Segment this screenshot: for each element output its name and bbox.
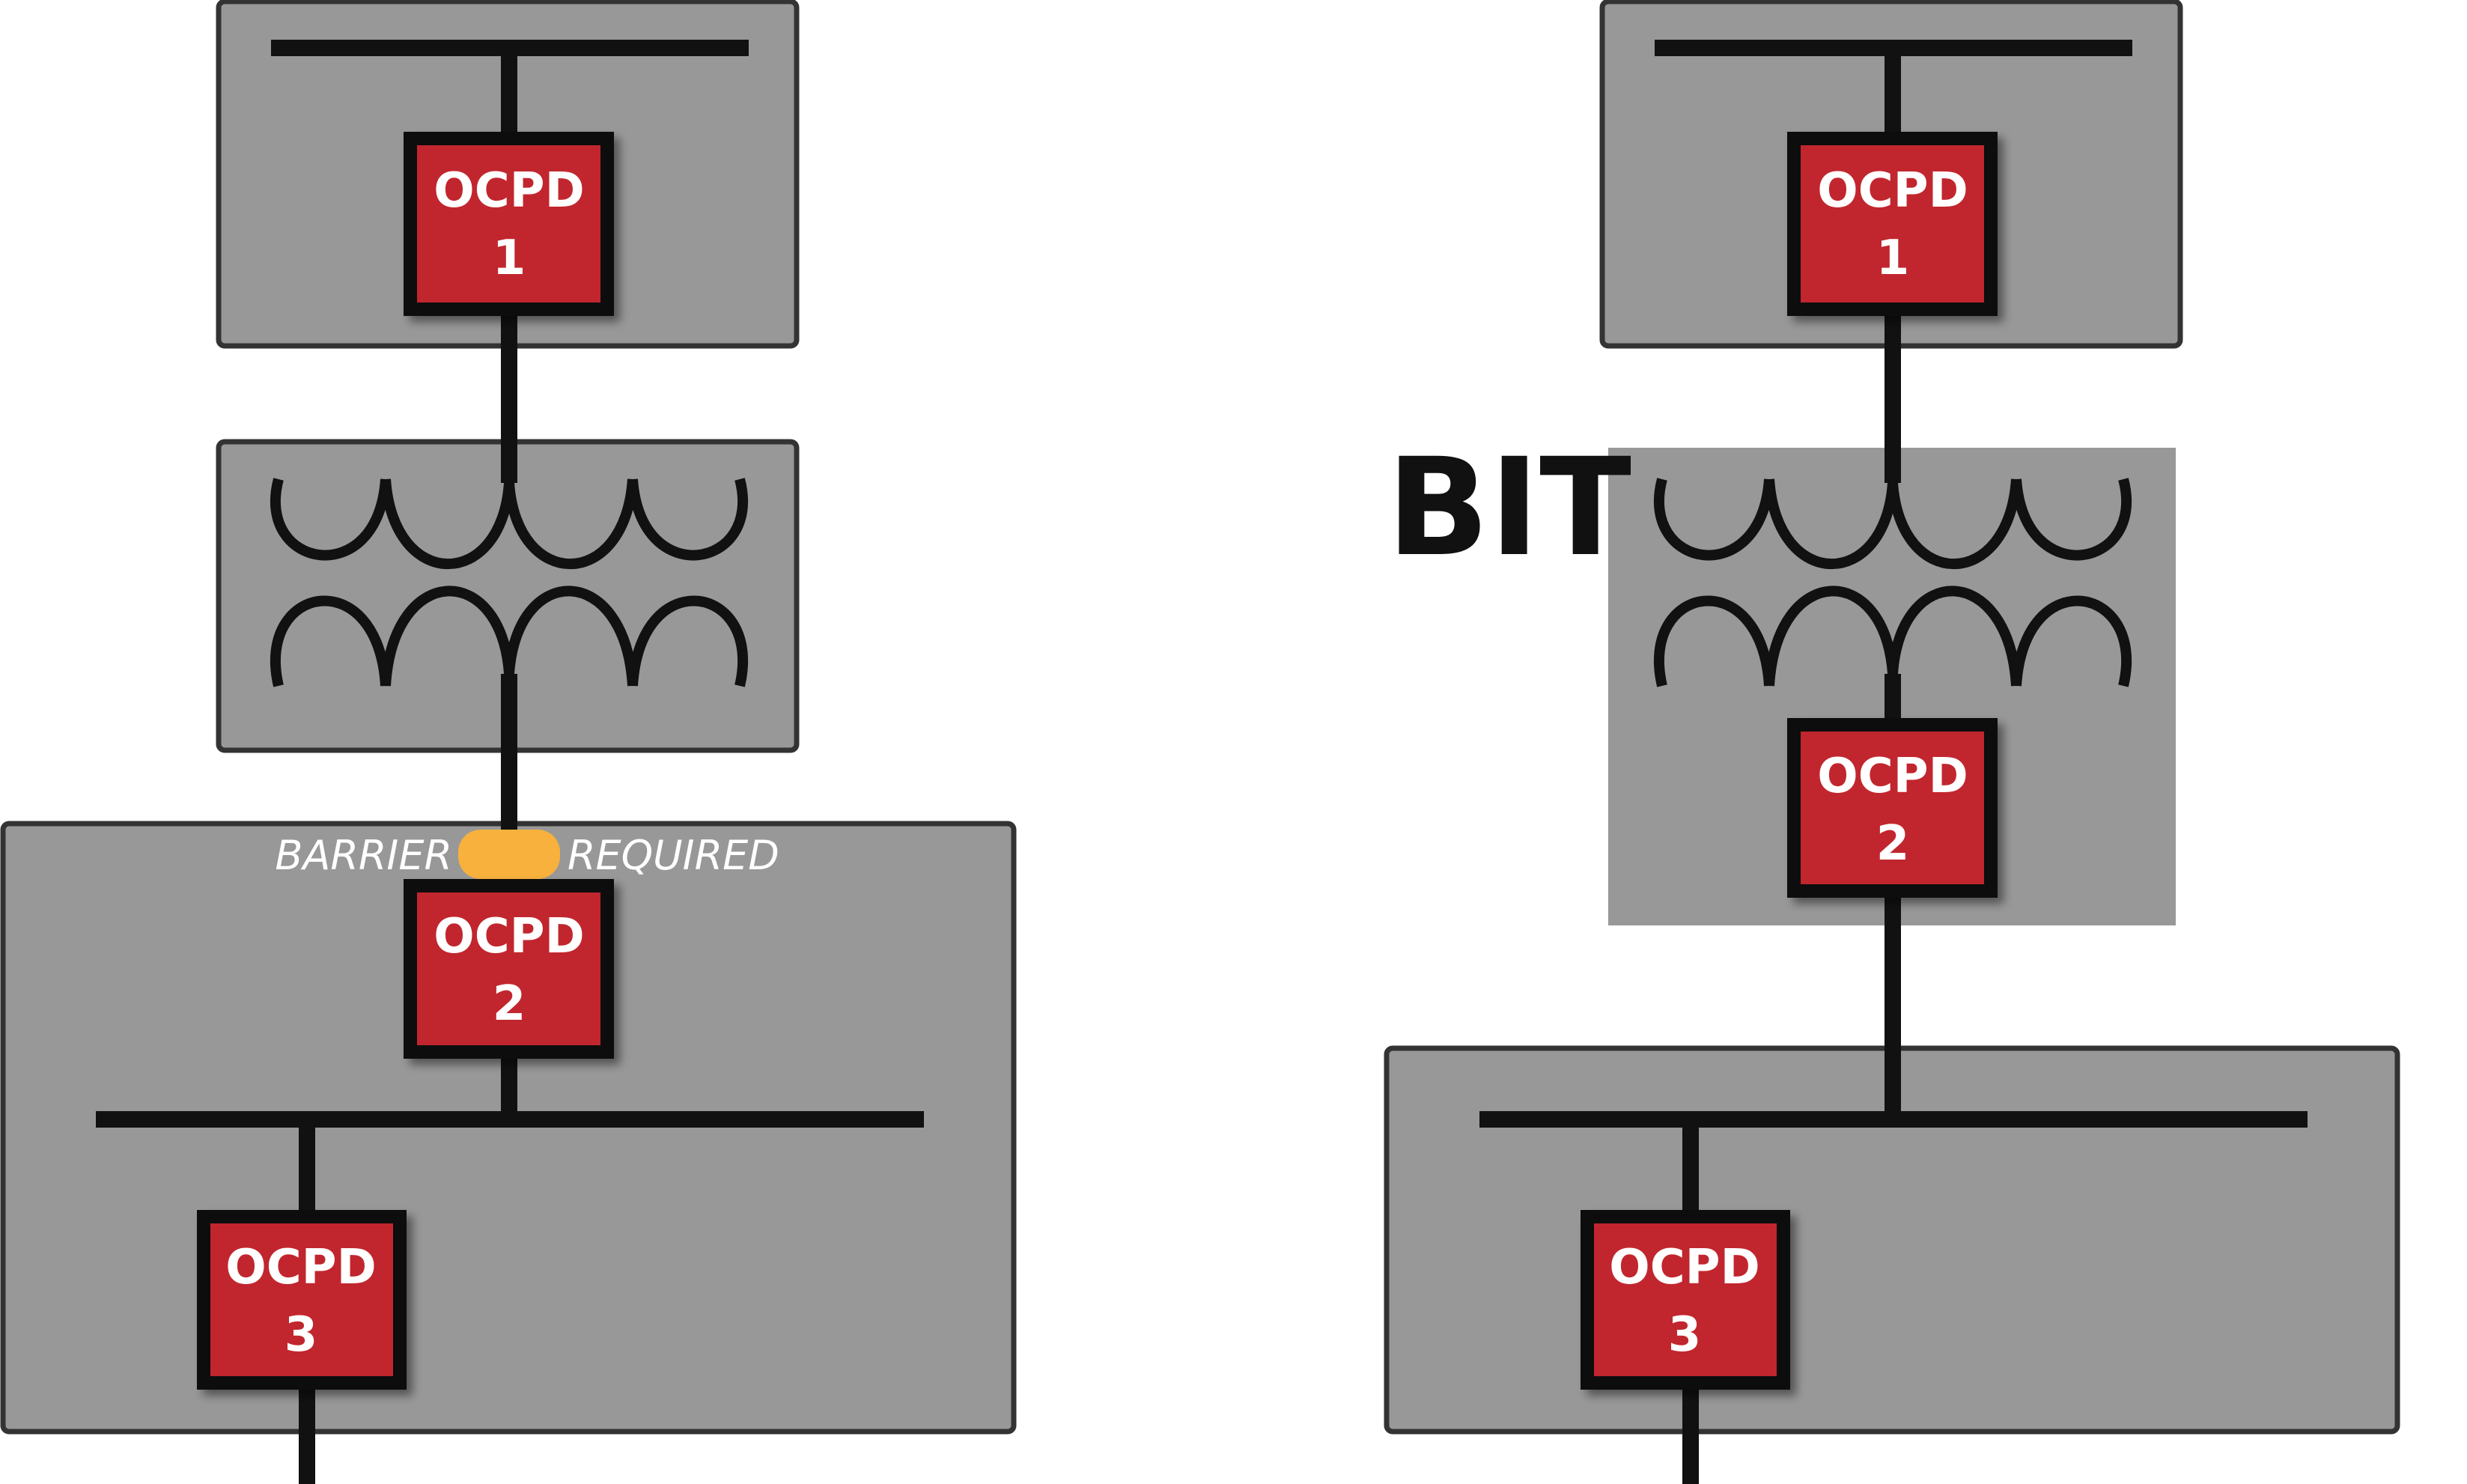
right-ocpd-2: OCPD 2: [1787, 718, 1998, 898]
right-ocpd-3-number: 3: [1668, 1307, 1702, 1363]
barrier-label-left: BARRIER: [275, 832, 452, 879]
left-ocpd-1-number: 1: [493, 231, 526, 286]
right-diagram: BIT OCPD 1 OCPD 2 OCPD: [1384, 0, 2400, 1484]
left-ocpd-3-number: 3: [285, 1307, 318, 1363]
left-ocpd-3: OCPD 3: [197, 1210, 407, 1390]
left-ocpd-1-label: OCPD: [434, 163, 584, 219]
bit-label: BIT: [1387, 430, 1631, 586]
right-ocpd-1: OCPD 1: [1787, 132, 1998, 316]
right-ocpd-2-label: OCPD: [1817, 749, 1968, 804]
left-ocpd-2-label: OCPD: [434, 909, 584, 964]
right-ocpd-3-label: OCPD: [1609, 1240, 1759, 1295]
barrier-marker: [458, 830, 560, 879]
left-transformer-symbol: [270, 478, 749, 687]
right-transformer-symbol: [1653, 478, 2132, 687]
right-ocpd-2-number: 2: [1876, 816, 1910, 872]
left-ocpd-1: OCPD 1: [404, 132, 614, 316]
left-ocpd-3-label: OCPD: [225, 1240, 376, 1295]
barrier-label-right: REQUIRED: [568, 832, 779, 879]
left-ocpd-2-number: 2: [493, 976, 526, 1032]
right-ocpd-3: OCPD 3: [1581, 1210, 1790, 1390]
right-ocpd-1-label: OCPD: [1817, 163, 1968, 219]
right-ocpd-1-number: 1: [1876, 231, 1910, 286]
left-diagram: BARRIER REQUIRED OCPD 1 OCPD 2 OCPD 3: [0, 0, 1017, 1484]
left-ocpd-2: OCPD 2: [404, 879, 614, 1059]
